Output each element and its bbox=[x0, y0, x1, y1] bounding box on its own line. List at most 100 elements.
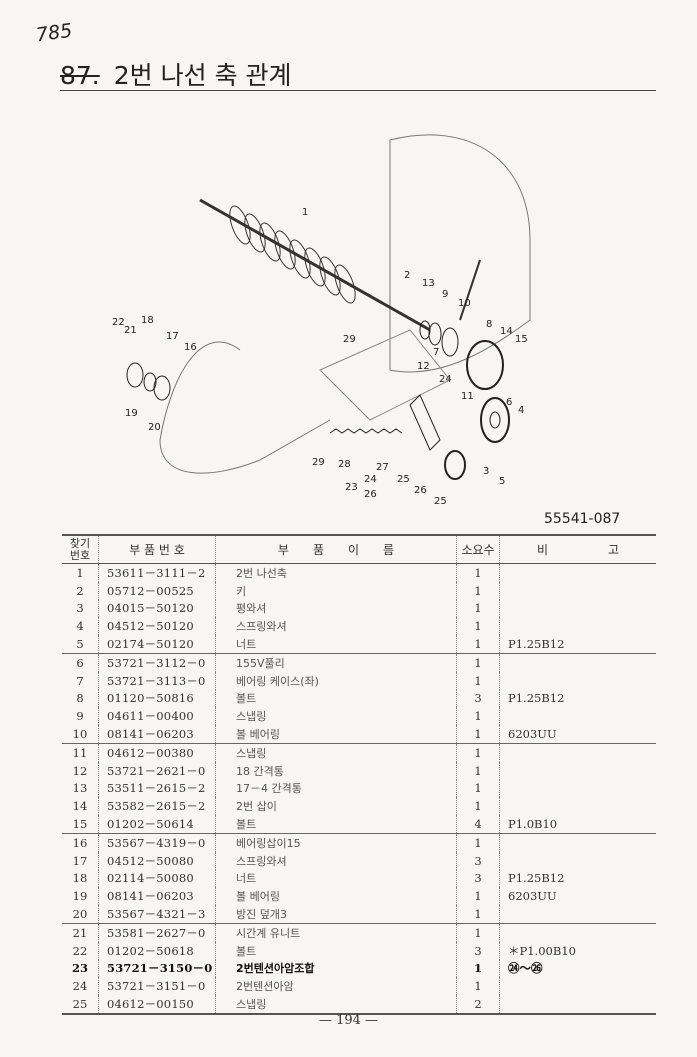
cell-name: 스프링와셔 bbox=[215, 617, 457, 636]
cell-qty: 3 bbox=[456, 689, 500, 708]
cell-name: 2번텐션아암조합 bbox=[215, 959, 457, 978]
callout-28: 28 bbox=[338, 459, 351, 470]
cell-remark bbox=[499, 581, 656, 600]
cell-qty: 4 bbox=[456, 815, 500, 834]
cell-name: 스프링와셔 bbox=[215, 851, 457, 870]
cell-remark bbox=[499, 743, 656, 762]
cell-qty: 2 bbox=[456, 995, 500, 1015]
cell-qty: 1 bbox=[456, 833, 500, 852]
callout-24: 24 bbox=[439, 374, 452, 385]
cell-qty: 3 bbox=[456, 851, 500, 870]
section-title: 87.2번 나선 축 관계 bbox=[60, 56, 292, 92]
cell-remark: P1.0B10 bbox=[499, 815, 656, 834]
callout-2: 2 bbox=[404, 270, 410, 281]
table-header: 찾기 번호 부 품 번 호 부 품 이 름 소요수 비 고 bbox=[62, 534, 656, 564]
cell-qty: 1 bbox=[456, 743, 500, 762]
section-title-text: 2번 나선 축 관계 bbox=[113, 61, 292, 90]
callout-29a: 29 bbox=[343, 334, 356, 345]
cell-name: 17－4 간격통 bbox=[215, 779, 457, 798]
cell-remark bbox=[499, 617, 656, 636]
cell-part-no: 04611－00400 bbox=[98, 707, 216, 726]
cell-remark bbox=[499, 563, 656, 582]
header-no: 찾기 번호 bbox=[62, 534, 99, 564]
header-qty: 소요수 bbox=[456, 534, 500, 564]
cell-no: 14 bbox=[72, 799, 88, 814]
cell-name: 평와셔 bbox=[215, 599, 457, 618]
callout-4: 4 bbox=[518, 405, 524, 416]
callout-5: 5 bbox=[499, 476, 505, 487]
cell-no: 19 bbox=[72, 889, 88, 904]
cell-name: 베어링 케이스(좌) bbox=[215, 671, 457, 690]
cell-part-no: 53567－4321－3 bbox=[98, 905, 216, 924]
cell-name: 너트 bbox=[215, 869, 457, 888]
cell-part-no: 08141－06203 bbox=[98, 887, 216, 906]
header-name: 부 품 이 름 bbox=[215, 534, 457, 564]
cell-remark bbox=[499, 653, 656, 672]
cell-no: 9 bbox=[76, 709, 84, 724]
cell-no: 25 bbox=[62, 995, 99, 1015]
cell-no: 1 bbox=[76, 565, 84, 580]
cell-remark bbox=[499, 977, 656, 996]
callout-10: 10 bbox=[458, 298, 471, 309]
cell-remark: P1.25B12 bbox=[499, 689, 656, 708]
cell-no: 16 bbox=[72, 835, 88, 850]
cell-remark: 6203UU bbox=[499, 725, 656, 744]
cell-remark bbox=[499, 851, 656, 870]
cell-name: 베어링삽이15 bbox=[215, 833, 457, 852]
cell-qty: 3 bbox=[456, 941, 500, 960]
handwritten-note: 785 bbox=[34, 19, 74, 47]
cell-no: 3 bbox=[76, 601, 84, 616]
cell-qty: 1 bbox=[456, 707, 500, 726]
cell-qty: 1 bbox=[456, 653, 500, 672]
cell-remark: P1.25B12 bbox=[499, 635, 656, 654]
callout-19: 19 bbox=[125, 408, 138, 419]
callout-20: 20 bbox=[148, 422, 161, 433]
cell-part-no: 01120－50816 bbox=[98, 689, 216, 708]
cell-part-no: 53611－3111－2 bbox=[98, 563, 216, 582]
cell-qty: 1 bbox=[456, 797, 500, 816]
callout-11: 11 bbox=[461, 391, 474, 402]
callout-9: 9 bbox=[442, 289, 448, 300]
cell-name: 2번 삽이 bbox=[215, 797, 457, 816]
cell-qty: 1 bbox=[456, 923, 500, 942]
callout-1: 1 bbox=[302, 207, 308, 218]
cell-remark bbox=[499, 923, 656, 942]
cell-qty: 1 bbox=[456, 599, 500, 618]
cell-part-no: 04612－00380 bbox=[98, 743, 216, 762]
cell-name: 볼 베어링 bbox=[215, 725, 457, 744]
cell-no: 11 bbox=[72, 745, 88, 760]
cell-qty: 1 bbox=[456, 725, 500, 744]
cell-remark bbox=[499, 707, 656, 726]
cell-no: 18 bbox=[72, 871, 88, 886]
cell-name: 스냅링 bbox=[215, 995, 457, 1015]
cell-no: 10 bbox=[62, 725, 99, 744]
cell-name: 18 간격통 bbox=[215, 761, 457, 780]
cell-part-no: 53511－2615－2 bbox=[98, 779, 216, 798]
cell-part-no: 04512－50120 bbox=[98, 617, 216, 636]
cell-name: 볼 베어링 bbox=[215, 887, 457, 906]
cell-qty: 1 bbox=[456, 887, 500, 906]
cell-remark: P1.25B12 bbox=[499, 869, 656, 888]
figure-code: 55541-087 bbox=[544, 511, 621, 527]
cell-part-no: 53567－4319－0 bbox=[98, 833, 216, 852]
cell-part-no: 53721－3151－0 bbox=[98, 977, 216, 996]
cell-no: 6 bbox=[76, 655, 84, 670]
cell-no: 13 bbox=[72, 781, 88, 796]
cell-no: 15 bbox=[62, 815, 99, 834]
cell-name: 키 bbox=[215, 581, 457, 600]
